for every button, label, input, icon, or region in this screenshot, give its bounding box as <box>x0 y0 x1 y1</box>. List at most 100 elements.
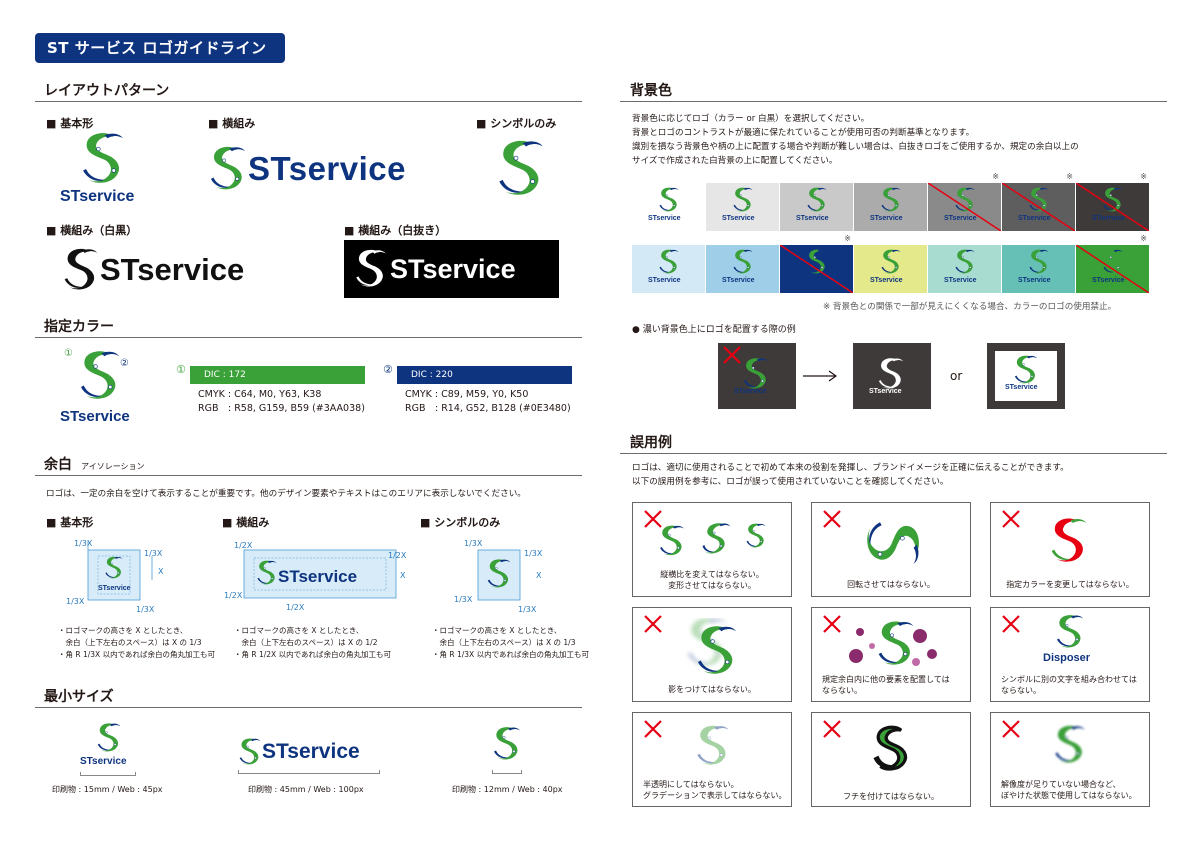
logo-wordmark: STservice <box>1005 384 1038 391</box>
s-symbol-icon <box>96 722 122 754</box>
logo-wordmark: STservice <box>722 277 755 284</box>
logo-wordmark: STservice <box>100 252 245 287</box>
misuse-card-aspect: 縦横比を変えてはならない。変形させてはならない。 <box>632 502 792 597</box>
layout-basic-label: ■ 基本形 <box>46 117 94 130</box>
logo-wordmark: STservice <box>262 740 360 763</box>
desc-line: 背景とロゴのコントラストが最適に保たれていることが使用可否の判断基準となります。 <box>632 128 975 138</box>
cross-line-icon <box>1076 183 1149 231</box>
misuse-caption: 規定余白内に他の要素を配置してはならない。 <box>822 675 950 695</box>
misuse-card-color: 指定カラーを変更してはならない。 <box>990 502 1150 597</box>
margin-notes-symbol: ・ロゴマークの高さを X としたとき、 余白（上下左右のスペース）は X の 1… <box>432 625 589 661</box>
layout-reverse-label: ■ 横組み（白抜き） <box>344 224 447 237</box>
margin-heading: 余白 <box>44 457 72 473</box>
page-title: ST サービス ロゴガイドライン <box>35 33 285 63</box>
s-symbol-icon <box>238 738 262 766</box>
s-symbol-icon <box>880 249 902 275</box>
dark-example-reverse: STservice <box>853 343 931 409</box>
cross-line-icon <box>1076 245 1149 293</box>
s-skewed-icon <box>701 523 731 554</box>
logo-wordmark: STservice <box>1018 215 1051 222</box>
desc-line: 背景色に応じてロゴ（カラー or 白黒）を選択してください。 <box>632 114 870 124</box>
isolation-diagram-horizontal: STservice 1/2X 1/2X X 1/2X 1/2X <box>224 541 407 612</box>
s-symbol-icon <box>1055 614 1085 650</box>
logo-wordmark: STservice <box>248 150 406 187</box>
dim-label: 1/2X <box>286 603 305 612</box>
logo-wordmark: STservice <box>870 215 903 222</box>
divider <box>35 337 582 338</box>
color-1-bar: DIC : 172 <box>190 366 365 384</box>
dim-label: 1/2X <box>388 551 407 560</box>
disposer-text: Disposer <box>1043 652 1091 664</box>
dark-example-wrong: STservice <box>718 343 796 409</box>
dim-label: 1/3X <box>136 605 155 614</box>
s-symbol-icon <box>1028 249 1050 275</box>
misuse-card-rotate: 回転させてはならない。 <box>811 502 971 597</box>
s-symbol-icon <box>208 146 248 192</box>
misuse-caption: 指定カラーを変更してはならない。 <box>1006 580 1134 589</box>
misuse-card-transparent: 半透明にしてはならない。グラデーションで表示してはならない。 <box>632 712 792 807</box>
background-swatch: STservice※ <box>1076 172 1149 231</box>
logo-basic: STservice <box>58 132 148 208</box>
note-line: ・ロゴマークの高さを X としたとき、 <box>432 626 562 635</box>
margin-symbol-label: ■ シンボルのみ <box>420 516 501 529</box>
dim-label: 1/3X <box>524 549 543 558</box>
color-1-rgb: RGB : R58, G159, B59 (#3AA038) <box>198 403 365 414</box>
dim-label: 1/3X <box>518 605 537 614</box>
min-logo-basic: STservice <box>80 722 140 778</box>
misuse-card-blurry: 解像度が足りていない場合など、ぼやけた状態で使用してはならない。 <box>990 712 1150 807</box>
logo-wordmark: STservice <box>60 408 130 425</box>
s-symbol-icon <box>742 357 770 391</box>
misuse-caption: シンボルに別の文字を組み合わせてはならない。 <box>1001 675 1137 695</box>
note-line: ・ロゴマークの高さを X としたとき、 <box>234 626 364 635</box>
s-symbol-icon <box>880 187 902 213</box>
logo-wordmark: STservice <box>390 254 516 284</box>
s-symbol-icon <box>354 249 388 289</box>
logo-symbol-only <box>496 138 546 200</box>
misuse-card-clutter: 規定余白内に他の要素を配置してはならない。 <box>811 607 971 702</box>
background-swatch: STservice ※ <box>1002 172 1075 231</box>
x-icon <box>1001 614 1021 634</box>
dark-example-whitebox: STservice <box>987 343 1065 409</box>
s-clutter-icon <box>849 621 937 666</box>
size-bracket <box>238 770 380 774</box>
x-icon <box>1001 719 1021 739</box>
color-num-1: ① <box>64 348 73 359</box>
logo-wordmark: STservice <box>80 756 127 767</box>
misuse-heading: 誤用例 <box>630 435 672 451</box>
desc-line: サイズで作成された白背景の上に配置してください。 <box>632 156 838 166</box>
logo-wordmark: STservice <box>869 388 902 395</box>
misuse-caption: 解像度が足りていない場合など、ぼやけた状態で使用してはならない。 <box>1001 780 1137 800</box>
logo-wordmark: STservice <box>944 277 977 284</box>
background-swatch: STservice※ <box>928 172 1001 231</box>
x-icon <box>1001 509 1021 529</box>
misuse-description: ロゴは、適切に使用されることで初めて本来の役割を発揮し、ブランドイメージを正確に… <box>632 461 1069 489</box>
x-icon <box>822 719 842 739</box>
background-heading: 背景色 <box>630 83 672 99</box>
background-swatch: STservice <box>706 245 779 293</box>
dim-label: 1/3X <box>454 595 473 604</box>
colors-heading: 指定カラー <box>44 319 114 335</box>
note-line: ・角 R 1/3X 以内であれば余白の角丸加工も可 <box>58 650 215 659</box>
misuse-caption: フチを付けてはならない。 <box>843 792 939 801</box>
min-size-symbol: 印刷物 : 12mm / Web : 40px <box>452 785 563 794</box>
note-line: ・角 R 1/3X 以内であれば余白の角丸加工も可 <box>432 650 589 659</box>
note-line: 余白（上下左右のスペース）は X の 1/3 <box>58 638 202 647</box>
s-symbol-icon <box>732 249 754 275</box>
note-mark: ※ <box>1140 172 1147 181</box>
color-1-cmyk: CMYK : C64, M0, Y63, K38 <box>198 389 322 400</box>
dim-label: 1/2X <box>234 541 253 550</box>
logo-wordmark: STservice <box>734 388 767 395</box>
s-squished-icon <box>659 525 685 556</box>
min-size-basic: 印刷物 : 15mm / Web : 45px <box>52 785 163 794</box>
s-symbol-icon <box>658 249 680 275</box>
color-num-2: ② <box>120 358 129 369</box>
desc-line: 識別を損なう背景色や柄の上に配置する場合や判断が難しい場合は、白抜きロゴをご使用… <box>632 142 1079 152</box>
isolation-diagram-symbol: 1/3X 1/3X X 1/3X 1/3X <box>454 539 543 614</box>
note-line: ・角 R 1/2X 以内であれば余白の角丸加工も可 <box>234 650 391 659</box>
note-mark: ※ <box>1066 172 1073 181</box>
x-icon <box>643 719 663 739</box>
misuse-caption: 半透明にしてはならない。グラデーションで表示してはならない。 <box>643 780 787 800</box>
s-shadow-icon <box>687 618 737 674</box>
background-swatch: STservice <box>706 183 779 231</box>
dim-label: 1/3X <box>464 539 483 548</box>
